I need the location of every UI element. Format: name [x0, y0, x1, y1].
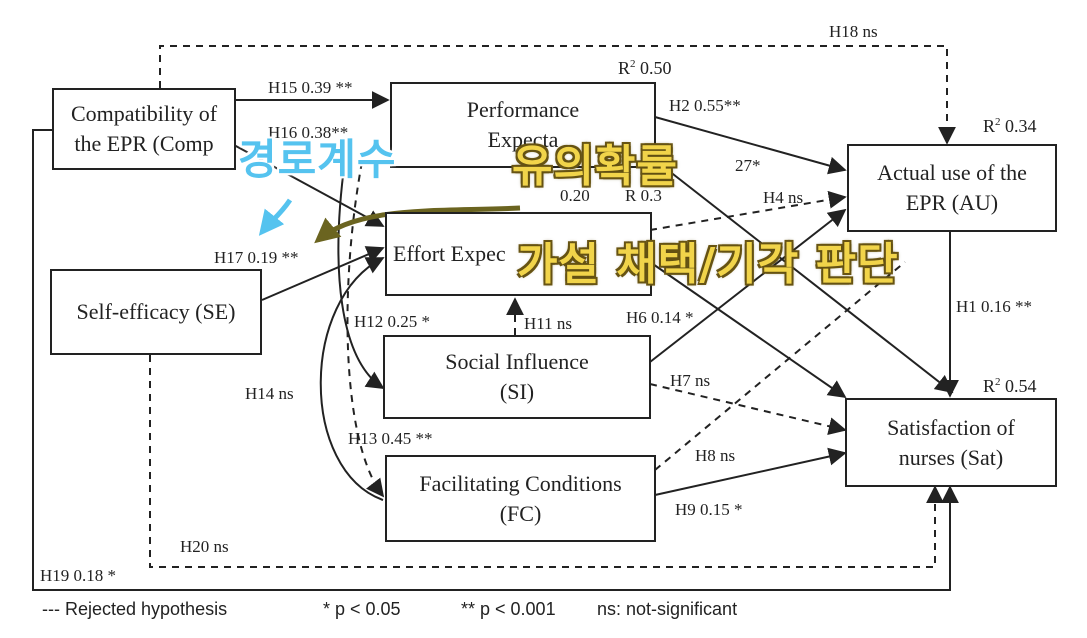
construct-facilitating-conditions: Facilitating Conditions (FC) — [385, 455, 656, 542]
overlay-path-coefficient: 경로계수 — [238, 135, 397, 184]
path-label-h9: H9 0.15 * — [675, 500, 743, 519]
path-label-h11: H11 ns — [524, 314, 573, 333]
overlay-arrow-path-coefficient — [258, 198, 293, 236]
edge-h17 — [261, 246, 385, 301]
edge-h14 — [319, 257, 385, 501]
legend-ns: ns: not-significant — [597, 599, 738, 619]
path-label-h6: H6 0.14 * — [626, 308, 694, 327]
edge-h6 — [649, 208, 847, 363]
construct-label: (FC) — [499, 500, 542, 526]
edge-h2 — [654, 116, 847, 175]
construct-label: Performance — [466, 97, 580, 122]
r2-performance: R2 0.50 — [618, 58, 672, 78]
construct-label: (SI) — [499, 379, 535, 404]
path-label-h14: H14 ns — [245, 384, 294, 403]
construct-label: Actual use of the — [877, 160, 1027, 185]
construct-label: EPR (AU) — [905, 190, 999, 215]
edge-ee-sat — [649, 261, 847, 399]
path-label-h17: H17 0.19 ** — [214, 248, 299, 267]
legend-rejected: --- Rejected hypothesis — [42, 599, 228, 619]
construct-compatibility: Compatibility of the EPR (Comp — [52, 88, 236, 170]
path-label-h12: H12 0.25 * — [354, 312, 431, 331]
overlay-significance: 유의확률 — [512, 141, 678, 192]
construct-label: the EPR (Comp — [74, 131, 214, 156]
legend-p05: * p < 0.05 — [323, 599, 401, 619]
construct-self-efficacy: Self-efficacy (SE) — [50, 269, 262, 355]
path-label-h8: H8 ns — [695, 446, 736, 465]
construct-label: nurses (Sat) — [898, 444, 1004, 470]
r2-satisfaction: R2 0.54 — [983, 376, 1037, 396]
construct-label: Effort Expec — [393, 241, 506, 266]
path-label-h1: H1 0.16 ** — [956, 297, 1033, 316]
construct-effort-expectancy: Effort Expec — [385, 212, 652, 296]
path-label-h19: H19 0.18 * — [40, 566, 117, 585]
path-label-ee-partial: 0.20 — [560, 186, 590, 205]
construct-satisfaction: Satisfaction of nurses (Sat) — [845, 398, 1057, 487]
r2-actual-use: R2 0.34 — [983, 116, 1037, 136]
construct-social-influence: Social Influence (SI) — [383, 335, 651, 419]
r2-effort-partial: R 0.3 — [625, 186, 662, 205]
overlay-hypothesis-decision: 가설 채택/기각 판단 — [517, 239, 899, 290]
edge-h19 — [32, 129, 959, 591]
construct-label: Satisfaction of — [887, 414, 1015, 440]
edge-h16 — [233, 144, 385, 227]
path-label-h3: 27* — [735, 156, 761, 175]
path-label-h4: H4 ns — [763, 188, 804, 207]
path-label-h15: H15 0.39 ** — [268, 78, 353, 97]
construct-label: Compatibility of — [70, 101, 218, 126]
edge-h8 — [654, 261, 906, 471]
construct-label: Facilitating Conditions — [419, 470, 622, 496]
construct-actual-use: Actual use of the EPR (AU) — [847, 144, 1057, 232]
path-label-h18: H18 ns — [829, 22, 878, 41]
edge-h20 — [149, 355, 944, 568]
construct-label: Social Influence — [445, 349, 589, 374]
edge-h4 — [649, 190, 847, 231]
path-label-h20: H20 ns — [180, 537, 229, 556]
path-label-h7: H7 ns — [670, 371, 711, 390]
construct-label: Self-efficacy (SE) — [76, 299, 236, 324]
construct-performance-expectancy: Performance Expecta — [390, 82, 656, 168]
legend-p001: ** p < 0.001 — [461, 599, 556, 619]
edge-h12 — [337, 159, 385, 389]
edge-h9 — [654, 447, 847, 496]
edge-h18 — [159, 45, 956, 145]
edge-pe-sat — [654, 159, 954, 394]
path-label-h16: H16 0.38** — [268, 123, 349, 142]
construct-label: Expecta — [487, 127, 559, 152]
path-label-h2: H2 0.55** — [669, 96, 741, 115]
path-label-h13: H13 0.45 ** — [348, 429, 433, 448]
